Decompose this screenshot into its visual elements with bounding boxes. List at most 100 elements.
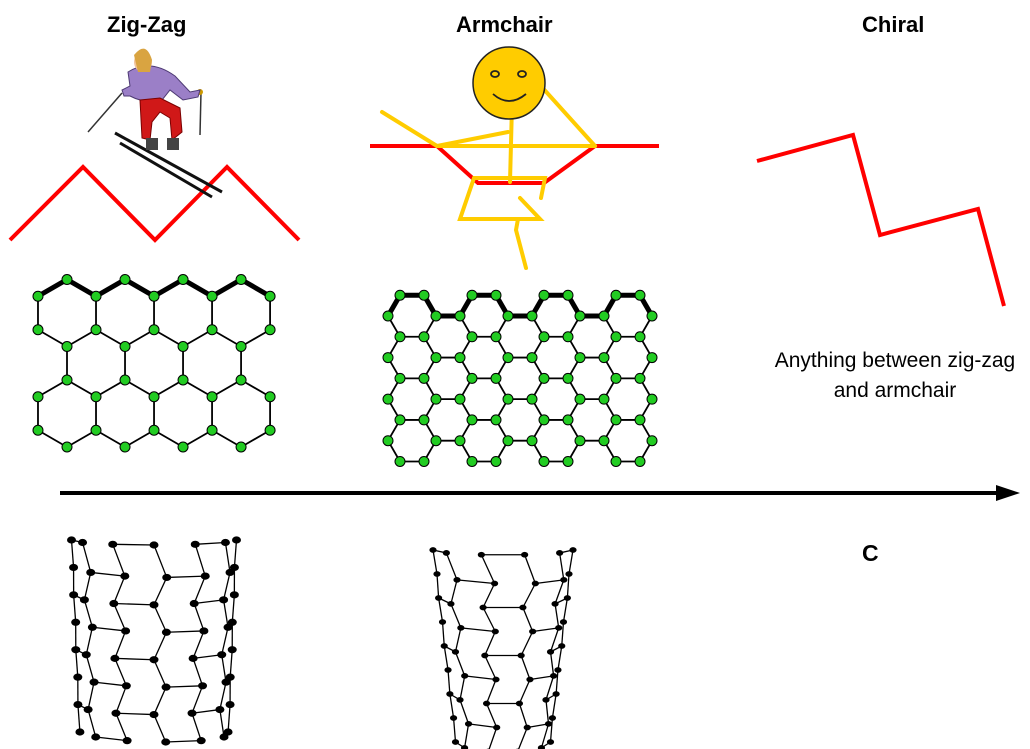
tube-bond <box>568 549 574 575</box>
tube-atom <box>523 724 531 731</box>
atom <box>454 435 466 447</box>
tube-atom <box>122 737 132 745</box>
tube-atom <box>490 580 499 587</box>
tube-atom <box>460 744 469 749</box>
atom <box>454 393 466 405</box>
tube-atom <box>149 541 159 549</box>
tube-atom <box>162 573 172 582</box>
tube-bond <box>222 572 231 601</box>
atom <box>90 290 102 302</box>
tube-bond <box>554 603 560 628</box>
edge-bond <box>181 277 214 299</box>
tube-bond <box>87 682 95 710</box>
atom <box>90 324 102 336</box>
chiral-description: Anything between zig-zag and armchair <box>774 349 1016 402</box>
tube-bond <box>229 649 233 678</box>
tube-atom <box>89 678 99 686</box>
tube-atom <box>161 683 171 691</box>
tube-atom <box>219 596 229 604</box>
tube-bond <box>518 703 528 728</box>
tube-atom <box>552 691 560 697</box>
tube-bond <box>522 607 534 632</box>
tube-bond <box>112 543 155 546</box>
zigzag-nanotube-icon <box>67 536 241 746</box>
tube-bond <box>459 675 466 701</box>
atom <box>264 290 276 302</box>
atom <box>490 289 502 301</box>
tube-bond <box>549 627 560 653</box>
atom <box>610 372 622 384</box>
tube-atom <box>451 648 460 655</box>
tube-bond <box>193 603 205 632</box>
tube-atom <box>457 624 465 631</box>
tube-atom <box>225 700 235 709</box>
tube-atom <box>521 551 529 558</box>
tube-atom <box>229 563 239 572</box>
tube-bond <box>555 669 559 695</box>
atom <box>526 435 538 447</box>
tube-atom <box>75 728 85 736</box>
tube-bond <box>113 602 155 606</box>
tube-bond <box>83 599 94 628</box>
tube-bond <box>485 679 497 704</box>
tube-bond <box>114 658 127 687</box>
tube-bond <box>112 544 126 577</box>
atom <box>394 455 406 467</box>
atom <box>538 414 550 426</box>
atom <box>430 352 442 364</box>
zigzag-edge-line <box>8 164 301 243</box>
tube-bond <box>166 575 206 579</box>
tube-bond <box>447 669 451 695</box>
tube-atom <box>87 623 97 631</box>
tube-atom <box>71 646 81 654</box>
atom <box>264 391 276 403</box>
tube-atom <box>188 654 198 662</box>
tube-bond <box>452 717 457 743</box>
tube-atom <box>569 547 577 553</box>
bond <box>211 379 242 398</box>
tube-atom <box>225 568 235 577</box>
zigzag-heading: Zig-Zag <box>107 12 187 37</box>
atom <box>634 331 646 343</box>
atom <box>206 324 218 336</box>
tube-bond <box>219 709 225 738</box>
atom <box>177 274 189 285</box>
atom <box>61 374 73 386</box>
tube-bond <box>545 675 555 701</box>
atom <box>177 341 189 352</box>
tube-bond <box>484 631 496 656</box>
edge-bond <box>123 277 156 299</box>
tube-bond <box>480 554 496 584</box>
atom <box>538 372 550 384</box>
atom <box>538 289 550 301</box>
tube-bond <box>551 693 557 719</box>
tube-bond <box>463 723 470 748</box>
tube-bond <box>114 630 127 659</box>
atom <box>490 372 502 384</box>
tube-bond <box>192 658 204 687</box>
tube-atom <box>149 710 159 719</box>
tube-bond <box>227 704 231 733</box>
tube-bond <box>81 542 92 573</box>
bond <box>211 328 242 348</box>
atom <box>119 274 131 285</box>
atom <box>394 289 406 301</box>
tube-bond <box>518 679 531 704</box>
atom <box>574 435 586 447</box>
tube-atom <box>560 576 568 583</box>
atom <box>148 424 160 436</box>
tube-bond <box>231 594 236 623</box>
zigzag-lattice <box>32 274 276 453</box>
tube-atom <box>91 733 101 741</box>
tube-atom <box>519 604 527 611</box>
tube-bond <box>545 699 550 724</box>
tube-atom <box>555 624 563 631</box>
smiley-face-icon <box>380 46 597 270</box>
atom <box>430 435 442 447</box>
tube-bond <box>520 631 534 656</box>
tube-atom <box>161 738 171 746</box>
bond <box>66 379 97 398</box>
tube-bond <box>72 594 77 623</box>
tube-atom <box>479 604 487 611</box>
atom <box>61 274 73 285</box>
